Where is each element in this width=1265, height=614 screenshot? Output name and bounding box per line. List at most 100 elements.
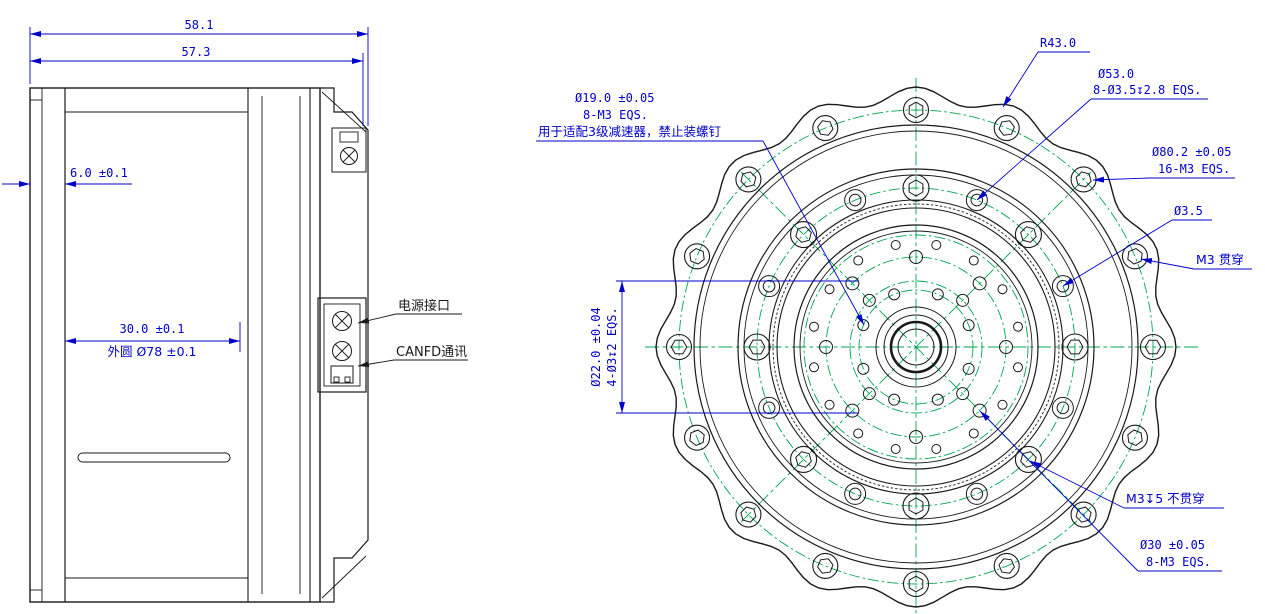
centerline-diagonal-2 <box>740 171 1092 523</box>
vent-hole <box>808 362 819 373</box>
vent-hole <box>997 284 1008 295</box>
outer-bolt-hex-socket <box>908 101 924 119</box>
cap-chamfer-top <box>321 91 367 133</box>
m3-hole-d30-ring <box>909 430 923 444</box>
outer-bolt <box>902 96 930 124</box>
mid-screw <box>902 174 930 202</box>
m3-hole-d30-ring <box>845 276 860 291</box>
vent-hole <box>824 284 835 295</box>
m3-hole-d19-ring <box>931 288 944 301</box>
mid-screw-hex-socket <box>1020 226 1037 243</box>
callout-d22-line2: 4-Ø3↧2 EQS. <box>605 307 619 386</box>
mid-screw <box>1061 333 1089 361</box>
mid-screw <box>1014 221 1042 249</box>
vent-hole <box>997 399 1008 410</box>
counterbore-hole <box>758 396 781 419</box>
m3-hole-d19-ring <box>962 319 975 332</box>
outer-bolt <box>683 243 711 270</box>
vent-hole <box>890 444 901 455</box>
callout-m3-blind: M3↧5 不贯穿 <box>1126 491 1205 506</box>
m3-hole-d19-ring <box>857 362 870 375</box>
canfd-connector <box>330 365 354 384</box>
center-bore <box>889 320 943 374</box>
outer-bolt <box>1070 501 1097 528</box>
pitch-circle <box>858 289 974 405</box>
counterbore-hole-inner <box>848 487 862 501</box>
body-circle <box>897 328 935 366</box>
counterbore-hole-inner <box>970 487 984 501</box>
front-view-centerlines <box>645 78 1200 613</box>
outer-bolt-hex-socket <box>1075 171 1092 188</box>
body-circle <box>776 207 1056 487</box>
m3-hole-d30-ring <box>972 403 987 418</box>
outer-bolt-hex-socket <box>817 558 834 574</box>
vent-hole <box>968 428 979 439</box>
body-circle <box>883 314 949 380</box>
m3-hole-d19-ring <box>888 393 901 406</box>
pitch-circle <box>825 256 1007 438</box>
counterbore-hole <box>1051 275 1074 298</box>
mid-screw-hex-socket <box>908 179 924 197</box>
outer-bolt-hex-socket <box>740 171 757 188</box>
body-circle <box>793 224 1039 470</box>
counterbore-hole-inner <box>848 193 862 207</box>
outer-bolt-hex-socket <box>817 120 834 136</box>
counterbore-hole-inner <box>762 279 776 293</box>
gear-teeth-ring <box>772 203 1060 491</box>
mid-screw <box>790 221 818 249</box>
mid-screw <box>743 333 771 361</box>
vent-hole <box>1013 362 1024 373</box>
m3-hole-d30-ring <box>999 340 1013 354</box>
outer-bolt <box>1121 424 1149 451</box>
vent-hole <box>1013 321 1024 332</box>
body-circle <box>693 124 1139 570</box>
outer-bolt-hex-socket <box>1127 429 1143 446</box>
outer-bolt-hex-socket <box>740 506 757 523</box>
housing-silhouette <box>29 87 321 603</box>
callout-d19-note: 用于适配3级减速器，禁止装螺钉 <box>538 124 721 139</box>
body-circle <box>768 199 1064 495</box>
callout-m3-through: M3 贯穿 <box>1196 252 1244 267</box>
vent-hole <box>931 239 942 250</box>
counterbore-hole <box>965 482 988 505</box>
mid-screw-hex-socket <box>795 451 812 468</box>
outer-bolt <box>735 501 762 528</box>
mid-screw-hex-socket <box>748 339 766 355</box>
connector-block <box>317 297 367 393</box>
connector-panel <box>317 297 367 393</box>
dim-57-3-label: 57.3 <box>182 45 211 59</box>
vent-hole <box>968 255 979 266</box>
outer-bolt-hex-socket <box>689 429 705 446</box>
connector-panel-inner <box>323 303 361 387</box>
cap-chamfer-bottom <box>321 555 367 599</box>
d3-hole-d22-ring <box>956 387 970 401</box>
outer-bolt-hex-socket <box>998 120 1015 136</box>
outer-bolt <box>1121 243 1149 270</box>
counterbore-hole <box>844 189 867 212</box>
pitch-circle <box>803 234 1029 460</box>
d3-hole-d22-ring <box>862 293 876 307</box>
pitch-circle <box>678 109 1154 585</box>
outer-bolt <box>812 552 839 580</box>
counterbore-hole-inner <box>1056 279 1070 293</box>
front-view-geometry <box>655 86 1177 608</box>
callout-d53-line2: 8-Ø3.5↧2.8 EQS. <box>1093 83 1201 97</box>
power-connector-2 <box>332 341 352 361</box>
mid-screw <box>902 492 930 520</box>
outer-bolt <box>683 424 711 451</box>
pitch-circle <box>756 187 1076 507</box>
callout-d80-line1: Ø80.2 ±0.05 <box>1152 145 1231 159</box>
vent-hole <box>808 321 819 332</box>
m3-hole-d30-ring <box>845 403 860 418</box>
outer-bolt <box>993 114 1020 142</box>
dim-58-1-label: 58.1 <box>185 18 214 32</box>
outer-bolt <box>812 114 839 142</box>
counterbore-hole <box>758 275 781 298</box>
connector-labels: 电源接口 CANFD通讯 <box>357 298 468 368</box>
counterbore-hole <box>844 482 867 505</box>
mid-screw <box>1014 445 1042 473</box>
vent-hole <box>890 239 901 250</box>
callout-d80-line2: 16-M3 EQS. <box>1158 162 1230 176</box>
